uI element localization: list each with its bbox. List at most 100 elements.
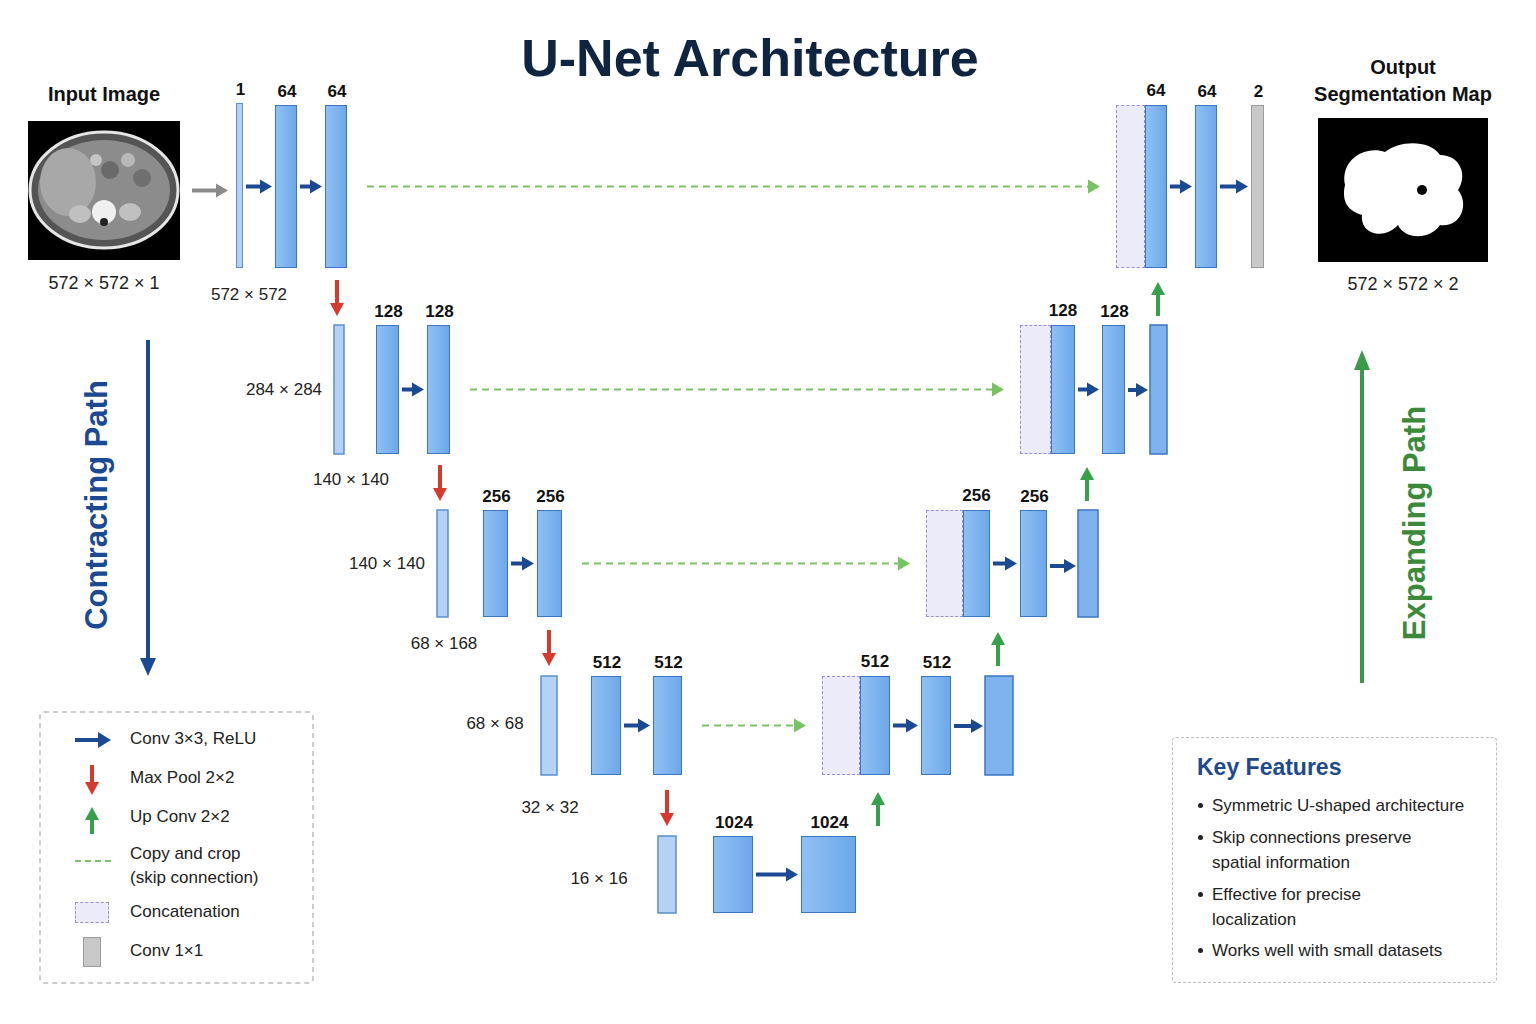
- connector-line: [470, 389, 994, 391]
- concat-copy: [822, 676, 860, 775]
- feature-map: 1024: [801, 836, 856, 913]
- feature-map: [437, 510, 448, 617]
- feature-map: [334, 325, 344, 454]
- upconv-head: [871, 792, 885, 805]
- skip-connection: [367, 180, 1100, 194]
- channel-count: 128: [1023, 301, 1103, 321]
- ct-frame: [28, 121, 180, 260]
- connector-line: [1078, 388, 1089, 392]
- seg-mask: [1344, 143, 1463, 236]
- upconv-head: [1080, 467, 1094, 480]
- connector-line: [702, 725, 796, 727]
- arrow-head: [992, 383, 1004, 397]
- feature-map-part: [1051, 325, 1075, 454]
- legend-text: Copy and crop (skip connection): [130, 842, 272, 890]
- upconv-head: [1151, 282, 1165, 295]
- feature-map: 512: [591, 676, 621, 775]
- feature-map: 1024: [713, 836, 753, 913]
- arrow-head: [1005, 557, 1017, 571]
- seg-frame: [1318, 118, 1488, 262]
- pool-head: [433, 488, 447, 501]
- connector-line: [993, 562, 1007, 566]
- upconv-head: [991, 632, 1005, 645]
- channel-count: 128: [400, 302, 480, 322]
- feature-map-part: [963, 510, 990, 617]
- arrow-head: [786, 868, 798, 882]
- ct-bowel: [101, 161, 119, 179]
- channel-count: 256: [995, 487, 1075, 507]
- arrow-head: [216, 184, 228, 198]
- feature-map: 512: [653, 676, 682, 775]
- skip-connection: [582, 557, 910, 571]
- pool-arrow: [335, 280, 339, 305]
- feature-map: 64: [1195, 105, 1217, 268]
- legend-text: Conv 3×3, ReLU: [130, 727, 272, 751]
- connector-line: [893, 724, 908, 728]
- arrow-head: [906, 719, 918, 733]
- feature-map: 256: [1020, 510, 1047, 617]
- conv-head: [971, 719, 983, 733]
- concat-feature-map: 256: [926, 510, 990, 617]
- legend-conv-sample: [75, 738, 100, 742]
- dimension-label: 32 × 32: [521, 798, 578, 818]
- channel-count: 512: [567, 653, 647, 673]
- arrow-head: [310, 180, 322, 194]
- conv-arrow: [954, 724, 973, 728]
- channel-count: 64: [1167, 82, 1247, 102]
- channel-count: 256: [511, 487, 591, 507]
- legend-swatch: [75, 902, 109, 923]
- legend-upconv-sample: [90, 818, 94, 834]
- conv-arrow: [402, 383, 424, 397]
- image-size: 572 × 572 × 2: [1305, 272, 1501, 296]
- feature-map: 512: [921, 676, 951, 775]
- connector-line: [367, 186, 1090, 188]
- feature-map: 128: [376, 325, 399, 454]
- ct-body: [30, 132, 178, 248]
- channel-count: 128: [349, 302, 429, 322]
- arrow-head: [794, 719, 806, 733]
- channel-count: 256: [937, 486, 1017, 506]
- image-heading: Output Segmentation Map: [1305, 54, 1501, 108]
- panel-heading: Key Features: [1197, 752, 1487, 782]
- ct-liver: [40, 148, 96, 216]
- feature-bullet: Skip connections preserve spatial inform…: [1212, 825, 1442, 875]
- feature-map: [658, 836, 676, 913]
- ct-bowel: [133, 169, 151, 187]
- diagram-title: U-Net Architecture: [0, 26, 1500, 90]
- upconv-arrow: [1085, 478, 1089, 501]
- legend-upconv-head: [85, 807, 99, 820]
- feature-bullet: Symmetric U-shaped architecture: [1212, 793, 1482, 818]
- concat-copy: [1116, 105, 1145, 268]
- legend-text: Up Conv 2×2: [130, 805, 272, 829]
- legend-text: Conv 1×1: [130, 939, 272, 963]
- upconv-arrow: [996, 643, 1000, 666]
- arrow-head: [412, 383, 424, 397]
- concat-feature-map: 64: [1116, 105, 1167, 268]
- channel-count: 512: [629, 653, 709, 673]
- feature-map: [541, 676, 557, 775]
- connector-line: [246, 185, 262, 189]
- arrow-head: [522, 557, 534, 571]
- conv-arrow: [1170, 180, 1192, 194]
- path-arrow: [1360, 368, 1364, 683]
- legend-skip-sample: [75, 860, 111, 862]
- image-size: 572 × 572 × 1: [4, 271, 204, 295]
- skip-connection: [702, 719, 806, 733]
- conv-arrow: [300, 180, 322, 194]
- ct-canal: [100, 218, 108, 226]
- ct-abdomen: [38, 140, 170, 240]
- arrow-head: [638, 719, 650, 733]
- arrow-head: [260, 180, 272, 194]
- connector-line: [300, 185, 312, 189]
- conv-arrow: [1220, 180, 1248, 194]
- connector-line: [756, 873, 788, 877]
- path-label: Expanding Path: [1397, 406, 1433, 640]
- upconv-arrow: [1156, 293, 1160, 316]
- conv-arrow: [1078, 383, 1099, 397]
- connector-line: [1220, 185, 1238, 189]
- conv-arrow: [1050, 564, 1066, 568]
- path-arrow: [146, 340, 150, 660]
- feature-map: 256: [537, 510, 562, 617]
- features-panel: Key FeaturesSymmetric U-shaped architect…: [1172, 737, 1497, 983]
- pool-arrow: [547, 630, 551, 655]
